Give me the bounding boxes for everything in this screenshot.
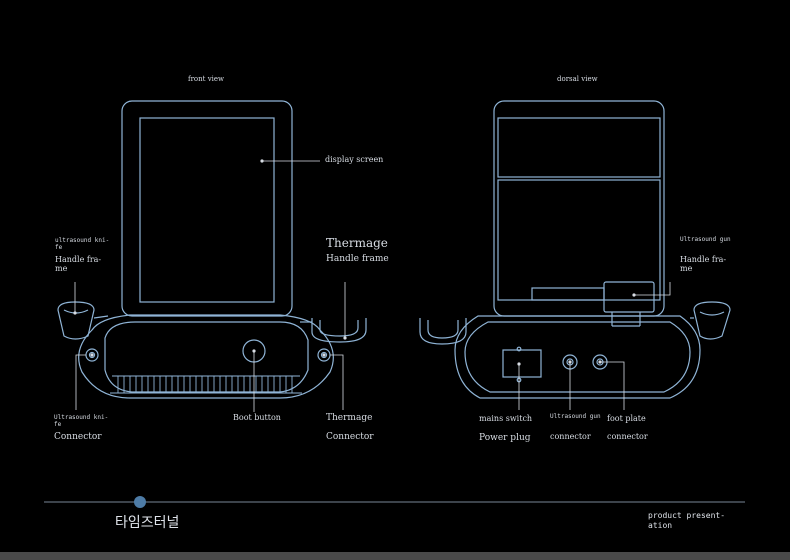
- power-plug-label: Power plug: [479, 433, 531, 443]
- foot-plate-connector-label: connector: [607, 432, 648, 441]
- boot-button-label: Boot button: [233, 413, 281, 422]
- display-screen-label: display screen: [325, 155, 384, 164]
- dorsal-view-title: dorsal view: [557, 75, 598, 83]
- mains-switch-label: mains switch: [479, 414, 533, 423]
- footer-dot: [134, 496, 146, 508]
- left-knife-small-label: ultrasound kni- fe: [55, 237, 110, 251]
- product-presentation-label: product present- ation: [648, 511, 726, 530]
- ultrasound-gun-connector-label: connector: [550, 432, 591, 441]
- ultrasound-gun-small-label: Ultrasound gun: [680, 236, 731, 243]
- left-handle-frame-label: Handle fra- me: [55, 255, 102, 273]
- bottom-strip: [0, 552, 790, 560]
- brand-name: 타임즈터널: [115, 515, 180, 531]
- thermage-title-label: Thermage: [326, 236, 388, 250]
- dorsal-handle-frame-label: Handle fra- me: [680, 255, 727, 273]
- left-knife-connector-small-label: Ultrasound kni- fe: [54, 414, 109, 428]
- dorsal-device: [419, 100, 731, 399]
- left-connector-label: Connector: [54, 432, 102, 442]
- thermage-handle-frame-label: Handle frame: [326, 254, 389, 264]
- thermage-connector-label-2: Connector: [326, 432, 374, 442]
- ultrasound-gun-connector-small-label: Ultrasound gun: [550, 413, 601, 420]
- front-view-title: front view: [188, 75, 225, 83]
- foot-plate-label: foot plate: [607, 414, 646, 423]
- thermage-connector-label-1: Thermage: [326, 413, 373, 423]
